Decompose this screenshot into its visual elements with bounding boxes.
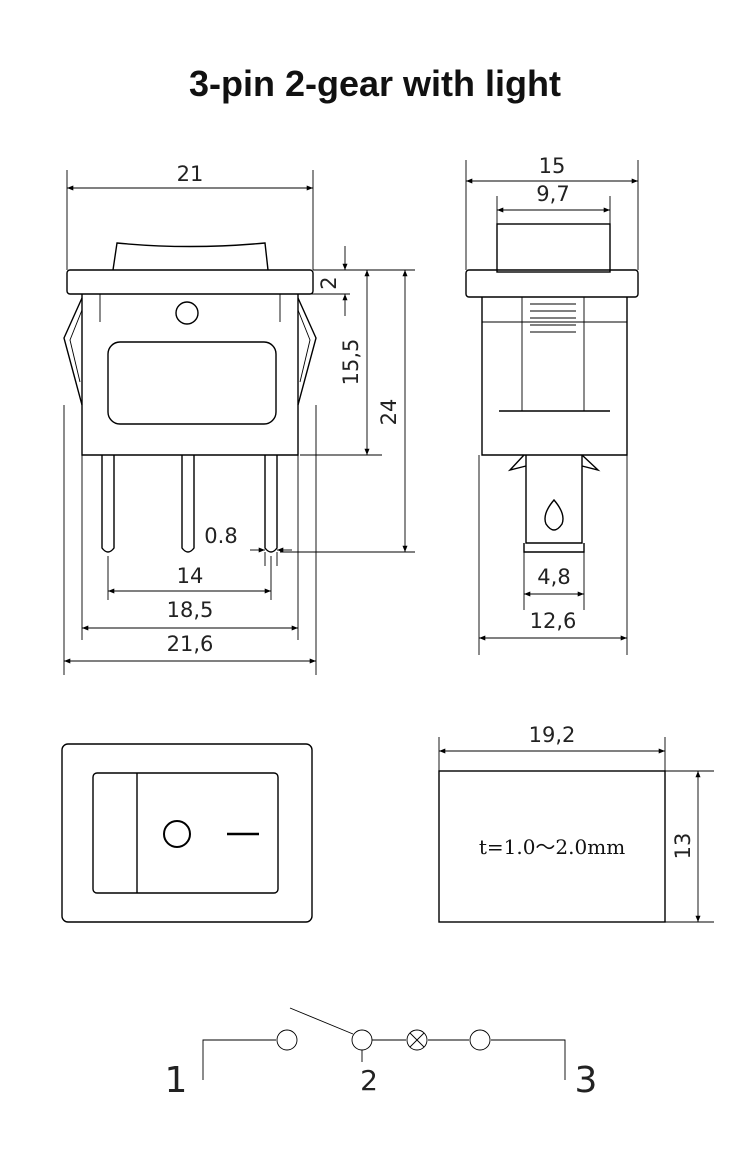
rocker-shape: [112, 242, 269, 271]
top-frame: [61, 743, 313, 923]
side-rocker: [496, 223, 611, 273]
cutout-rect: [438, 770, 666, 923]
dim-cutout-width: 19,2: [529, 723, 576, 747]
dim-pin-span: 18,5: [167, 598, 214, 622]
dim-side-width: 15: [539, 154, 566, 178]
terminal-3-contact: [469, 1029, 491, 1051]
switch-body: [81, 294, 299, 456]
panel-cutout: 19,2 13 t=1.0～2.0mm: [438, 723, 714, 923]
terminal-hole: [544, 498, 564, 531]
light-window: [107, 341, 277, 425]
on-symbol-icon: [163, 820, 191, 848]
page-title: 3-pin 2-gear with light: [189, 63, 561, 104]
pin-right: [264, 455, 278, 553]
dim-pin-pitch: 14: [177, 564, 204, 588]
left-clip: [63, 297, 83, 406]
circuit-diagram: 1 2 3: [165, 1007, 598, 1101]
dim-rocker-width: 9,7: [536, 182, 569, 206]
top-view: [61, 743, 313, 923]
top-rocker: [92, 772, 279, 894]
top-flange: [66, 269, 314, 295]
led-hole: [175, 301, 199, 325]
side-body: [481, 297, 628, 456]
dim-front-width: 21: [177, 162, 204, 186]
dim-cutout-height: 13: [671, 833, 695, 860]
side-flange: [465, 269, 639, 298]
terminal-2-contact: [351, 1029, 373, 1051]
dim-body-height: 15,5: [339, 339, 363, 386]
pin-1-label: 1: [165, 1060, 188, 1101]
front-view: 21 2 15,5 24 0.8 14 18,5 21,6: [63, 162, 415, 675]
panel-thickness-note: t=1.0～2.0mm: [479, 835, 625, 859]
terminal-1-contact: [276, 1029, 298, 1051]
side-view: 15 9,7 4,8 12,6: [465, 154, 639, 655]
dim-pin-thickness: 0.8: [204, 524, 237, 548]
dim-top-thickness: 2: [317, 276, 341, 289]
pin-middle: [181, 455, 195, 553]
dim-pin-width: 4,8: [537, 565, 570, 589]
dim-body-width: 12,6: [530, 609, 577, 633]
lamp-icon: [406, 1029, 428, 1051]
dim-total-height: 24: [377, 399, 401, 426]
pin-3-label: 3: [575, 1060, 598, 1101]
right-clip: [297, 297, 317, 406]
side-terminal: [525, 455, 583, 544]
pin-left: [101, 455, 115, 553]
dim-clip-width: 21,6: [167, 632, 214, 656]
pin-2-label: 2: [360, 1064, 378, 1097]
